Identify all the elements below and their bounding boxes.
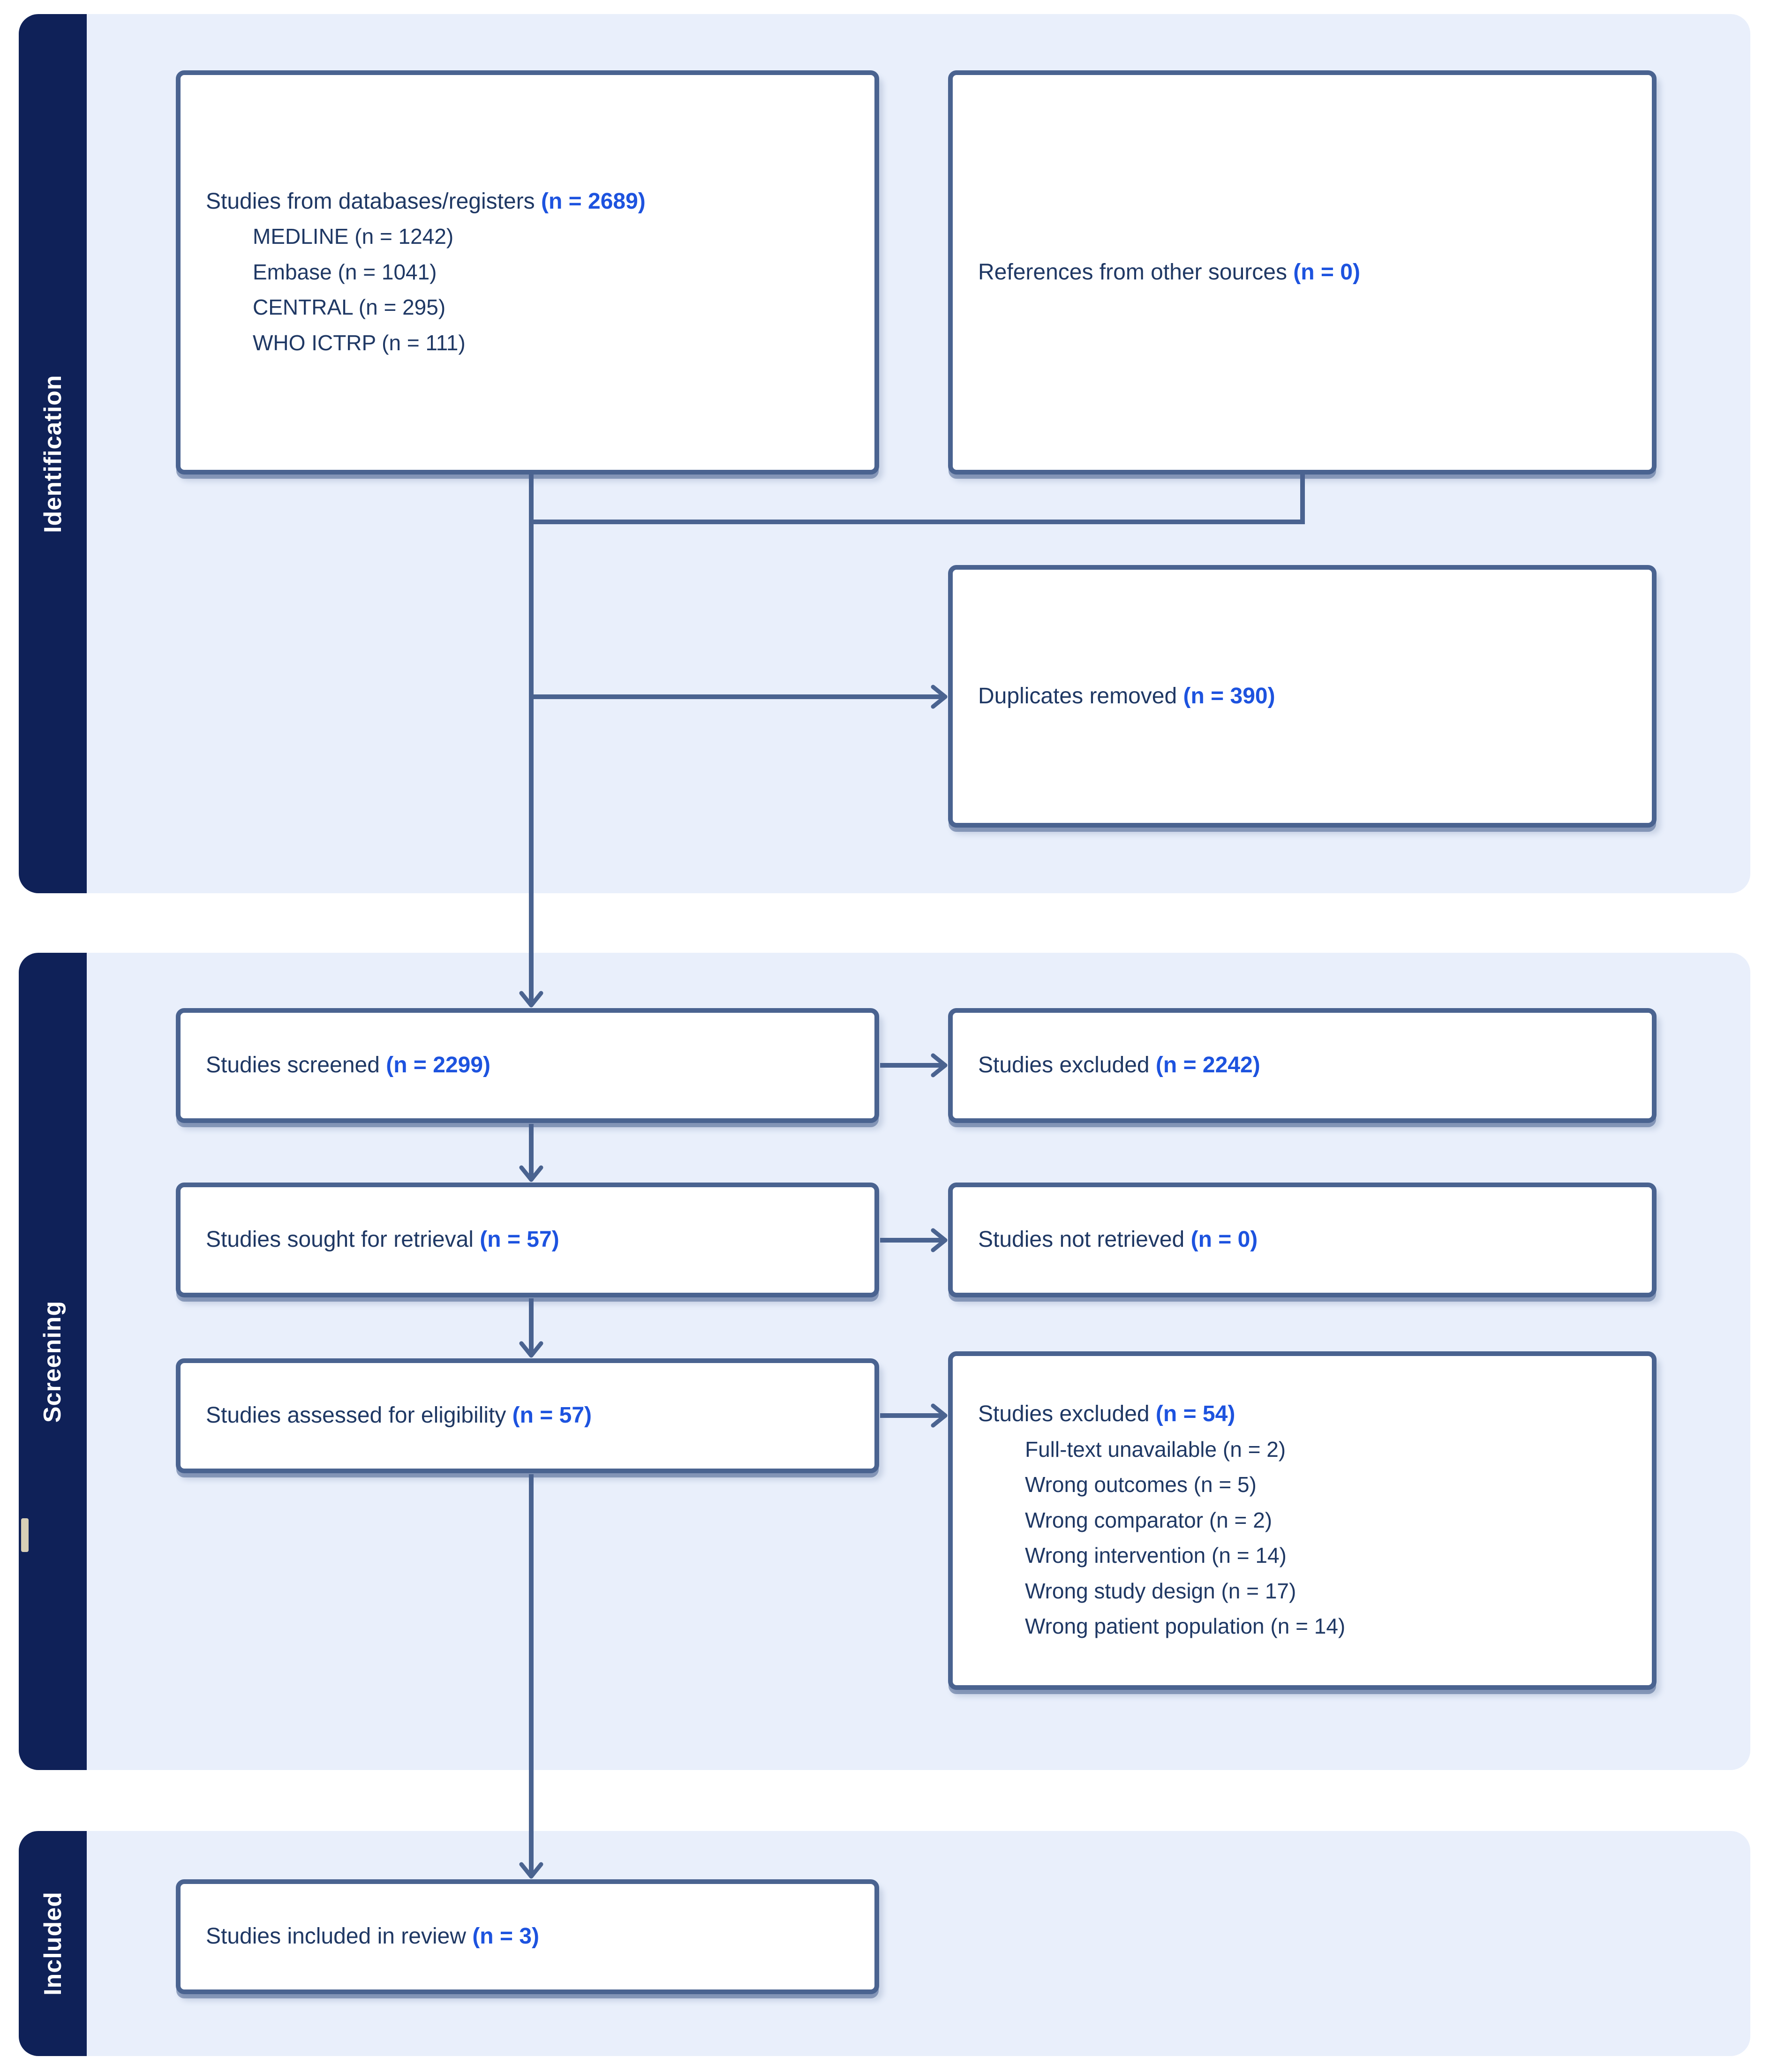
box-title: Studies included in review (n = 3) bbox=[206, 1924, 539, 1949]
exclusion-reason: Wrong patient population (n = 14) bbox=[1025, 1614, 1346, 1639]
included-label: Included bbox=[39, 1891, 67, 1996]
exclusion-reason: Wrong comparator (n = 2) bbox=[1025, 1507, 1273, 1532]
box-title: Studies screened (n = 2299) bbox=[206, 1053, 491, 1078]
screening-label: Screening bbox=[39, 1300, 67, 1423]
box-title: Studies assessed for eligibility (n = 57… bbox=[206, 1403, 592, 1428]
box-title: References from other sources (n = 0) bbox=[978, 259, 1360, 285]
exclusion-reason: Wrong outcomes (n = 5) bbox=[1025, 1472, 1257, 1497]
box-duplicates-removed: Duplicates removed (n = 390) bbox=[948, 565, 1657, 828]
box-title: Duplicates removed (n = 390) bbox=[978, 683, 1275, 708]
stray-mark bbox=[21, 1518, 29, 1552]
box-title: Studies excluded (n = 2242) bbox=[978, 1053, 1260, 1078]
source-item: WHO ICTRP (n = 111) bbox=[253, 330, 466, 355]
box-title: Studies sought for retrieval (n = 57) bbox=[206, 1227, 559, 1252]
exclusion-reason: Wrong study design (n = 17) bbox=[1025, 1578, 1296, 1603]
box-title: Studies not retrieved (n = 0) bbox=[978, 1227, 1258, 1252]
box-other-sources: References from other sources (n = 0) bbox=[948, 70, 1657, 475]
box-title: Studies from databases/registers (n = 26… bbox=[206, 188, 646, 214]
included-sidebar: Included bbox=[19, 1831, 87, 2056]
source-item: Embase (n = 1041) bbox=[253, 259, 437, 284]
screening-sidebar: Screening bbox=[19, 953, 87, 1770]
source-item: MEDLINE (n = 1242) bbox=[253, 224, 454, 249]
exclusion-reason: Wrong intervention (n = 14) bbox=[1025, 1543, 1287, 1568]
identification-sidebar: Identification bbox=[19, 14, 87, 893]
box-studies-excluded-eligibility: Studies excluded (n = 54) Full-text unav… bbox=[948, 1351, 1657, 1690]
box-assessed-eligibility: Studies assessed for eligibility (n = 57… bbox=[176, 1358, 879, 1473]
box-sought-retrieval: Studies sought for retrieval (n = 57) bbox=[176, 1183, 879, 1297]
box-databases-registers: Studies from databases/registers (n = 26… bbox=[176, 70, 879, 475]
box-included-review: Studies included in review (n = 3) bbox=[176, 1879, 879, 1994]
box-not-retrieved: Studies not retrieved (n = 0) bbox=[948, 1183, 1657, 1297]
identification-label: Identification bbox=[39, 374, 67, 533]
box-studies-excluded-screening: Studies excluded (n = 2242) bbox=[948, 1008, 1657, 1123]
source-item: CENTRAL (n = 295) bbox=[253, 295, 446, 320]
box-studies-screened: Studies screened (n = 2299) bbox=[176, 1008, 879, 1123]
box-title: Studies excluded (n = 54) bbox=[978, 1401, 1235, 1427]
exclusion-reason: Full-text unavailable (n = 2) bbox=[1025, 1437, 1286, 1462]
